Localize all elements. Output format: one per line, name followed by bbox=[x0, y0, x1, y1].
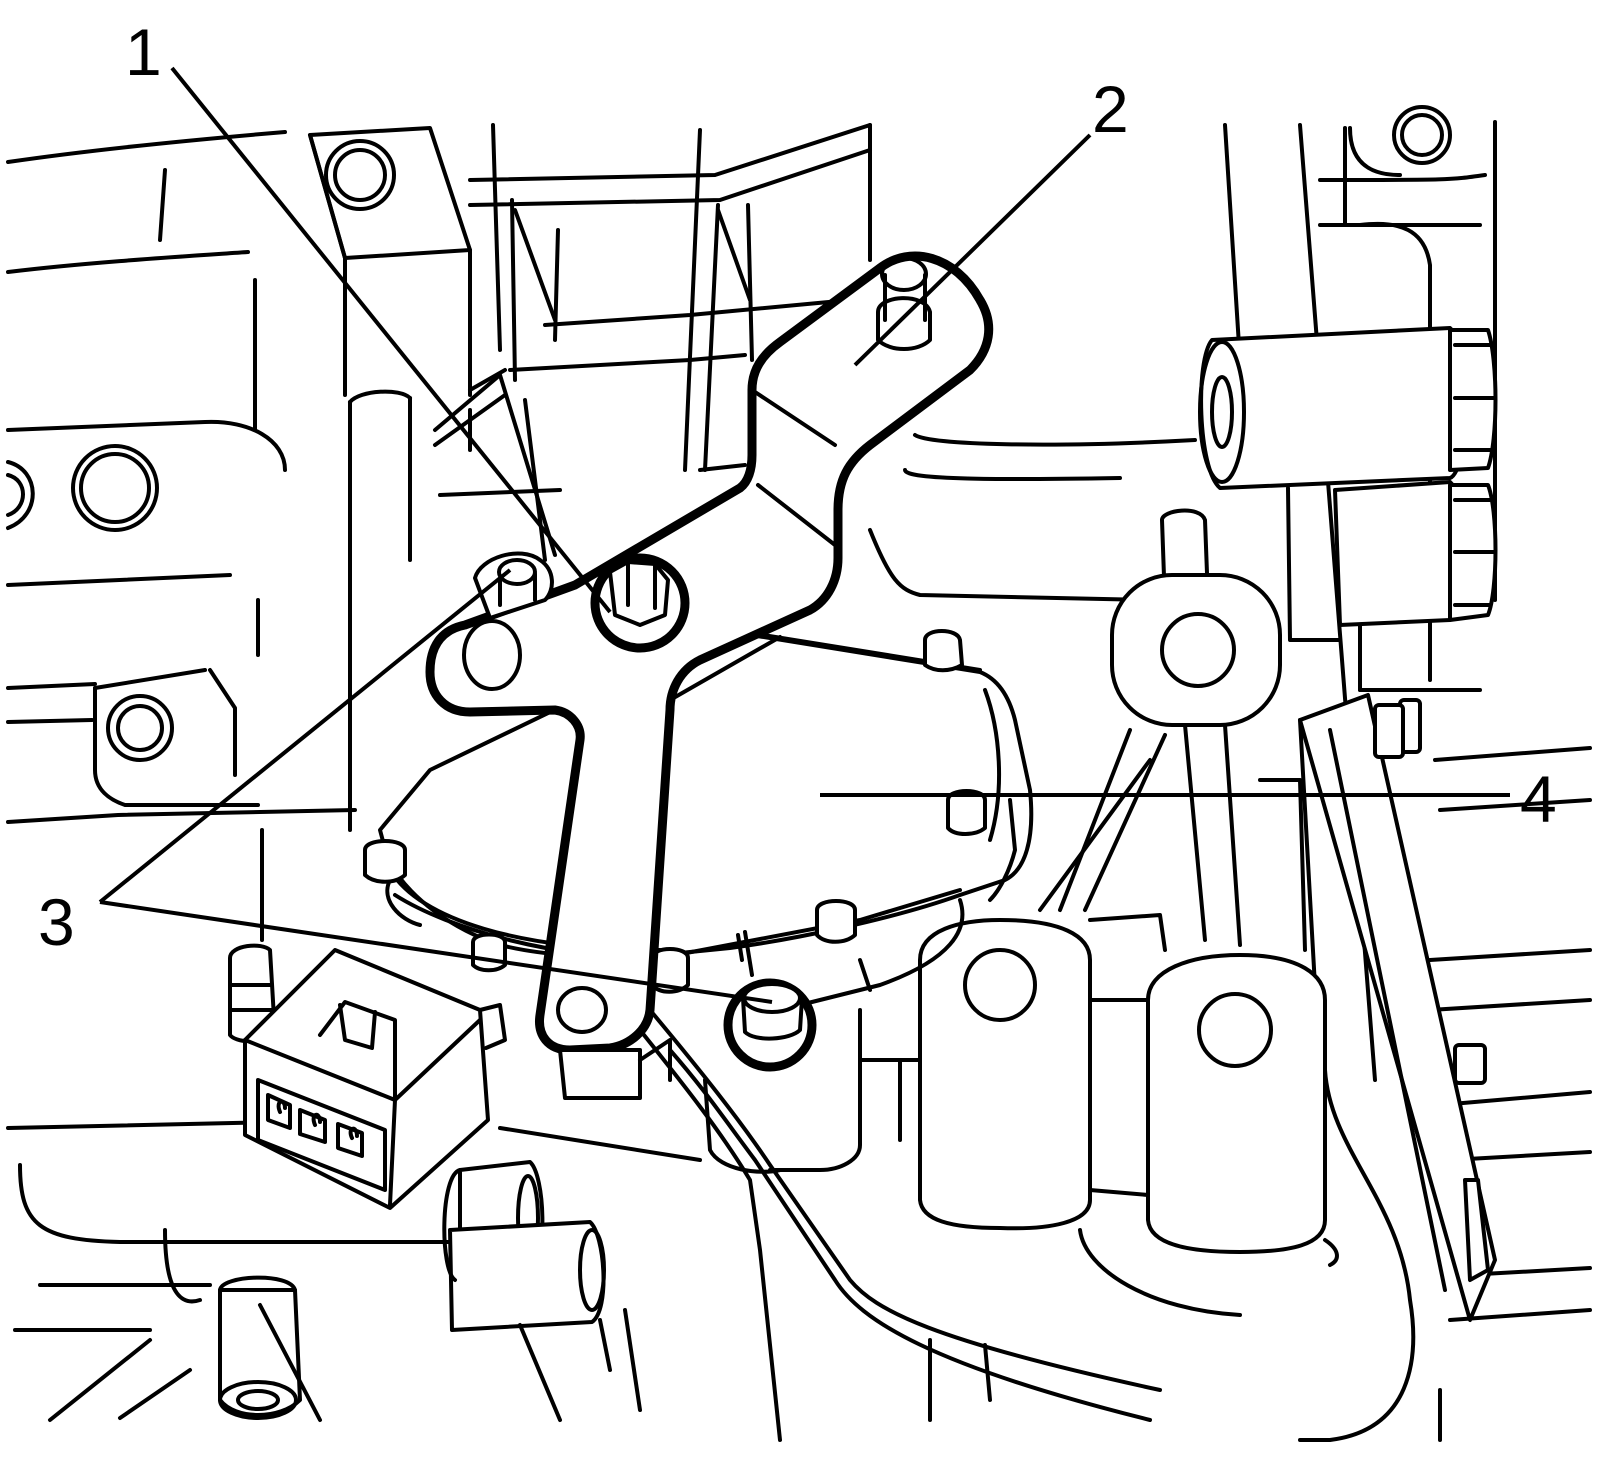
shift-linkage bbox=[898, 508, 1416, 1442]
lower-pipes bbox=[218, 1160, 642, 1422]
sensor-cable bbox=[638, 1008, 1162, 1442]
callout-leaders bbox=[98, 66, 1510, 1004]
callout-4: 4 bbox=[1520, 762, 1557, 836]
housing-background bbox=[6, 105, 1592, 1442]
callout-3: 3 bbox=[38, 885, 75, 959]
leader-1 bbox=[170, 66, 612, 614]
leader-3a bbox=[98, 568, 512, 904]
callout-2: 2 bbox=[1092, 72, 1129, 146]
leader-3b bbox=[99, 900, 773, 1004]
callout-labels: 1 2 3 4 bbox=[38, 15, 1557, 959]
callout-1: 1 bbox=[125, 15, 162, 89]
electrical-connector bbox=[228, 943, 507, 1210]
sensor-body bbox=[363, 626, 1034, 1174]
upper-right-bolts bbox=[1198, 326, 1498, 642]
selector-lever bbox=[425, 251, 994, 1100]
leader-2 bbox=[853, 133, 1092, 367]
